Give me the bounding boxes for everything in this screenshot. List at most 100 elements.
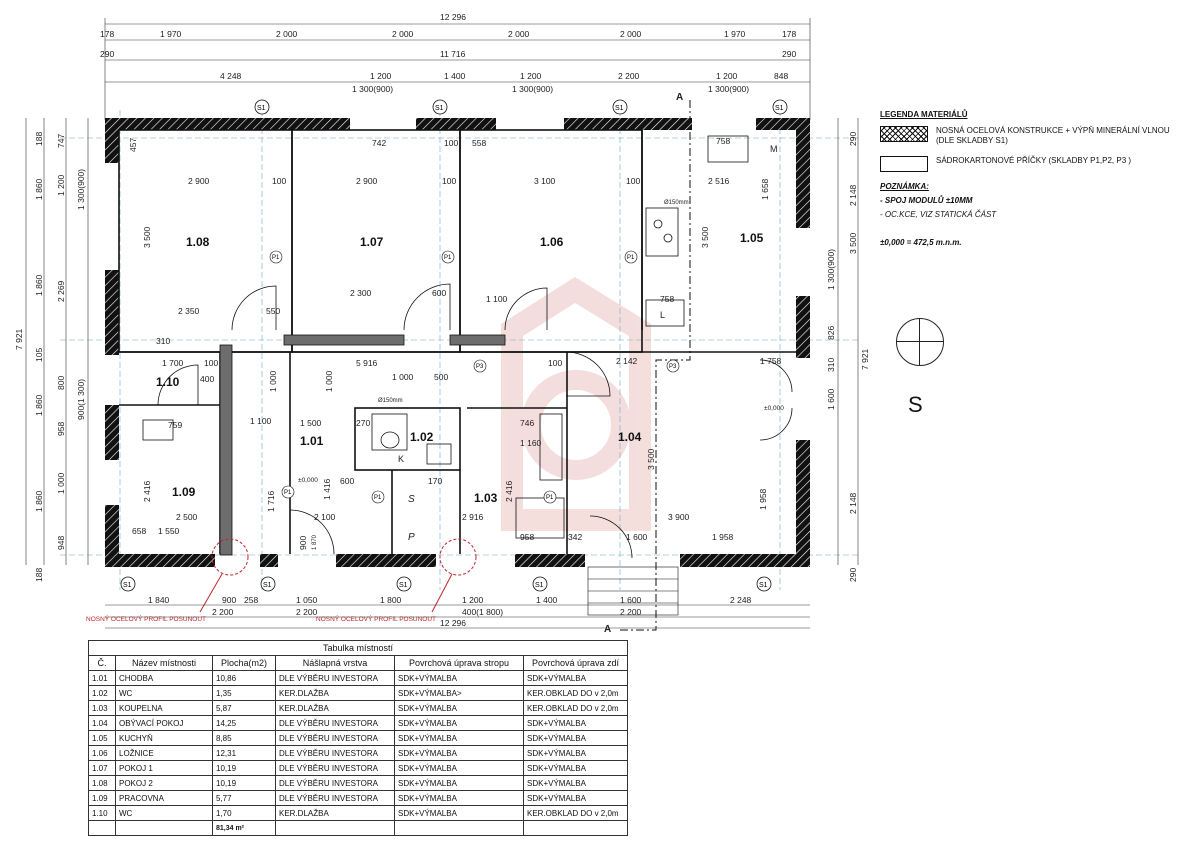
svg-text:2 100: 2 100 xyxy=(314,512,336,522)
svg-text:188: 188 xyxy=(34,132,44,146)
room-1-10: 1.10 xyxy=(156,375,180,389)
table-cell: KUCHYŇ xyxy=(115,730,213,746)
doors xyxy=(157,283,793,559)
svg-text:2 300: 2 300 xyxy=(350,288,372,298)
table-cell: 1.10 xyxy=(88,805,116,821)
table-cell: SDK+VÝMALBA xyxy=(523,775,628,791)
svg-text:900(1 300): 900(1 300) xyxy=(76,379,86,420)
svg-text:2 516: 2 516 xyxy=(708,176,730,186)
dim-row2-right: 290 xyxy=(782,49,796,59)
svg-text:1 000: 1 000 xyxy=(268,370,278,392)
svg-text:1 100: 1 100 xyxy=(250,416,272,426)
svg-text:S1: S1 xyxy=(123,582,132,589)
room-1-08: 1.08 xyxy=(186,235,210,249)
room-1-05: 1.05 xyxy=(740,231,764,245)
svg-text:270: 270 xyxy=(356,418,370,428)
svg-text:S1: S1 xyxy=(535,582,544,589)
svg-text:S1: S1 xyxy=(775,105,784,112)
table-cell: DLE VÝBĚRU INVESTORA xyxy=(275,670,395,686)
table-cell: SDK+VÝMALBA xyxy=(523,745,628,761)
room-1-01: 1.01 xyxy=(300,434,324,448)
svg-text:500: 500 xyxy=(434,372,448,382)
svg-text:1 840: 1 840 xyxy=(148,595,170,605)
room-labels: 1.08 1.07 1.06 1.05 1.10 1.01 1.02 1.04 … xyxy=(156,231,764,505)
svg-text:758: 758 xyxy=(660,294,674,304)
dim-overall-top: 12 296 xyxy=(440,12,466,22)
dim-right-outer: 7 921 xyxy=(860,348,870,370)
plain-swatch xyxy=(880,156,928,172)
svg-text:848: 848 xyxy=(774,71,788,81)
table-cell: POKOJ 2 xyxy=(115,775,213,791)
right-dimension-lines xyxy=(837,118,859,565)
svg-text:2 148: 2 148 xyxy=(848,184,858,206)
svg-text:100: 100 xyxy=(442,176,456,186)
svg-text:1 000: 1 000 xyxy=(392,372,414,382)
svg-text:1 000: 1 000 xyxy=(56,472,66,494)
svg-text:2 416: 2 416 xyxy=(142,480,152,502)
svg-text:1 050: 1 050 xyxy=(296,595,318,605)
table-cell: SDK+VÝMALBA xyxy=(394,700,524,716)
wall-tags: P1 P1 P1 P1 P1 P1 P3 P3 xyxy=(272,255,677,501)
room-1-07: 1.07 xyxy=(360,235,384,249)
svg-text:P1: P1 xyxy=(546,495,554,501)
table-cell: SDK+VÝMALBA xyxy=(394,775,524,791)
table-cell: SDK+VÝMALBA xyxy=(394,670,524,686)
interior-partitions xyxy=(118,129,796,554)
fixtures xyxy=(142,135,749,539)
table-cell: 1.01 xyxy=(88,670,116,686)
bottom-dimension-lines xyxy=(105,604,810,629)
dim-left-col1: 188 1 860 1 860 105 1 860 1 860 188 xyxy=(34,132,44,582)
room-1-06: 1.06 xyxy=(540,235,564,249)
table-cell: SDK+VÝMALBA xyxy=(523,715,628,731)
svg-text:2 200: 2 200 xyxy=(620,607,642,617)
table-cell: SDK+VÝMALBA xyxy=(394,805,524,821)
svg-text:4 248: 4 248 xyxy=(220,71,242,81)
table-cell: 14,25 xyxy=(212,715,276,731)
table-cell: DLE VÝBĚRU INVESTORA xyxy=(275,745,395,761)
table-cell: DLE VÝBĚRU INVESTORA xyxy=(275,715,395,731)
svg-text:P1: P1 xyxy=(627,255,635,261)
svg-text:2 900: 2 900 xyxy=(356,176,378,186)
compass-icon xyxy=(896,318,944,366)
svg-text:S1: S1 xyxy=(399,582,408,589)
svg-text:2 000: 2 000 xyxy=(276,29,298,39)
svg-text:2 416: 2 416 xyxy=(504,480,514,502)
svg-text:658: 658 xyxy=(132,526,146,536)
svg-text:100: 100 xyxy=(204,358,218,368)
dim-row2-left: 290 xyxy=(100,49,114,59)
svg-text:K: K xyxy=(398,454,404,464)
svg-text:290: 290 xyxy=(848,132,858,146)
table-cell: PRACOVNA xyxy=(115,790,213,806)
table-cell: 10,19 xyxy=(212,760,276,776)
svg-text:P: P xyxy=(408,532,415,543)
svg-text:759: 759 xyxy=(168,420,182,430)
svg-text:1 400: 1 400 xyxy=(444,71,466,81)
svg-text:2 148: 2 148 xyxy=(848,492,858,514)
svg-text:290: 290 xyxy=(848,568,858,582)
svg-text:S1: S1 xyxy=(615,105,624,112)
svg-text:100: 100 xyxy=(626,176,640,186)
svg-text:1 958: 1 958 xyxy=(758,488,768,510)
svg-text:S1: S1 xyxy=(759,582,768,589)
svg-text:958: 958 xyxy=(520,532,534,542)
svg-text:1 200: 1 200 xyxy=(56,174,66,196)
table-cell: SDK+VÝMALBA xyxy=(523,670,628,686)
table-cell: 5,77 xyxy=(212,790,276,806)
svg-text:2 200: 2 200 xyxy=(296,607,318,617)
table-total-row: 81,34 m² xyxy=(88,820,628,836)
table-cell: KOUPELNA xyxy=(115,700,213,716)
svg-text:1 600: 1 600 xyxy=(826,388,836,410)
svg-text:342: 342 xyxy=(568,532,582,542)
hatch-swatch xyxy=(880,126,928,142)
room-1-04: 1.04 xyxy=(618,430,642,444)
svg-text:170: 170 xyxy=(428,476,442,486)
svg-text:600: 600 xyxy=(432,288,446,298)
dim-bottom-overall: 12 296 xyxy=(440,618,466,628)
svg-text:550: 550 xyxy=(266,306,280,316)
table-cell: 12,31 xyxy=(212,745,276,761)
